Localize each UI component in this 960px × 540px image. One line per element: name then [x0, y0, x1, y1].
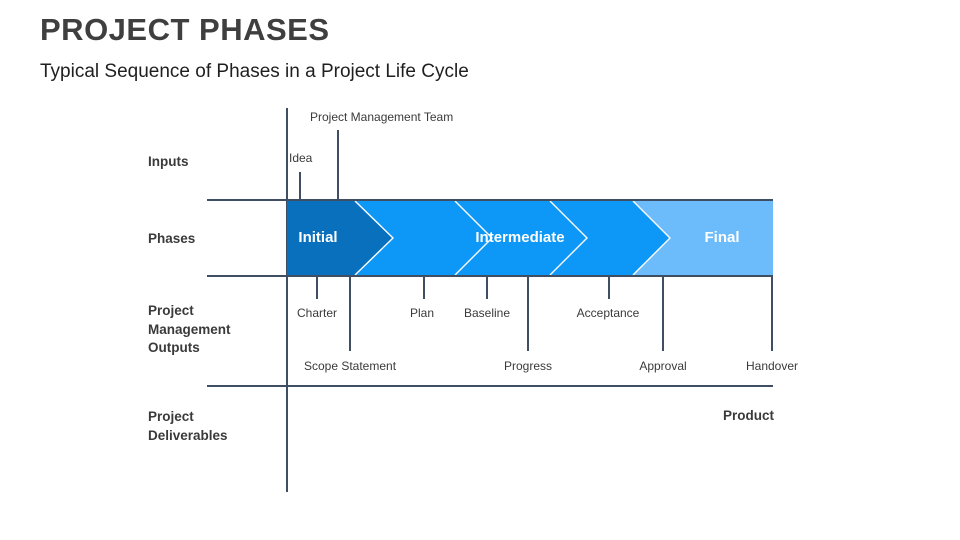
- chevron-separator-3: [549, 201, 588, 275]
- output-tick-scope-statement: [349, 277, 351, 351]
- input-tick-project-management-team: [337, 130, 339, 199]
- output-label-charter: Charter: [296, 306, 337, 320]
- band-bottom-line: [207, 275, 773, 277]
- output-label-plan: Plan: [409, 306, 435, 320]
- slide-title: PROJECT PHASES: [40, 12, 330, 47]
- row-label-project-management-outputs: Project Management Outputs: [148, 303, 231, 356]
- phase-label-final: Final: [704, 229, 740, 246]
- output-tick-progress: [527, 277, 529, 351]
- output-tick-charter: [316, 277, 318, 299]
- slide-subtitle: Typical Sequence of Phases in a Project …: [40, 61, 469, 82]
- input-tick-idea: [299, 172, 301, 199]
- output-label-acceptance: Acceptance: [576, 306, 640, 320]
- deliverable-label-product: Product: [723, 408, 775, 423]
- row-label-inputs: Inputs: [148, 154, 189, 169]
- output-label-handover: Handover: [745, 359, 799, 373]
- output-tick-handover: [771, 277, 773, 351]
- row-label-phases: Phases: [148, 231, 196, 246]
- band-top-line: [207, 199, 773, 201]
- main-vertical-axis-line: [286, 108, 288, 492]
- output-label-scope-statement: Scope Statement: [303, 359, 397, 373]
- phase-label-intermediate: Intermediate: [475, 229, 565, 246]
- phase-arrow-band: [287, 201, 773, 275]
- output-tick-plan: [423, 277, 425, 299]
- input-label-idea: Idea: [289, 151, 313, 165]
- row-label-project-deliverables: Project Deliverables: [148, 409, 228, 443]
- outputs-bottom-line: [207, 385, 773, 387]
- phase-label-initial: Initial: [298, 229, 338, 246]
- output-tick-approval: [662, 277, 664, 351]
- output-label-baseline: Baseline: [463, 306, 511, 320]
- output-label-approval: Approval: [639, 359, 687, 373]
- phase-initial-shape: [287, 201, 393, 275]
- phase-final-shape: [633, 201, 773, 275]
- chevron-separator-4: [632, 201, 671, 275]
- output-tick-baseline: [486, 277, 488, 299]
- output-label-progress: Progress: [503, 359, 553, 373]
- chevron-separator-1: [354, 201, 395, 275]
- output-tick-acceptance: [608, 277, 610, 299]
- input-label-project-management-team: Project Management Team: [310, 110, 454, 124]
- chevron-separator-2: [454, 201, 493, 275]
- phase-intermediate-shape: [355, 201, 670, 275]
